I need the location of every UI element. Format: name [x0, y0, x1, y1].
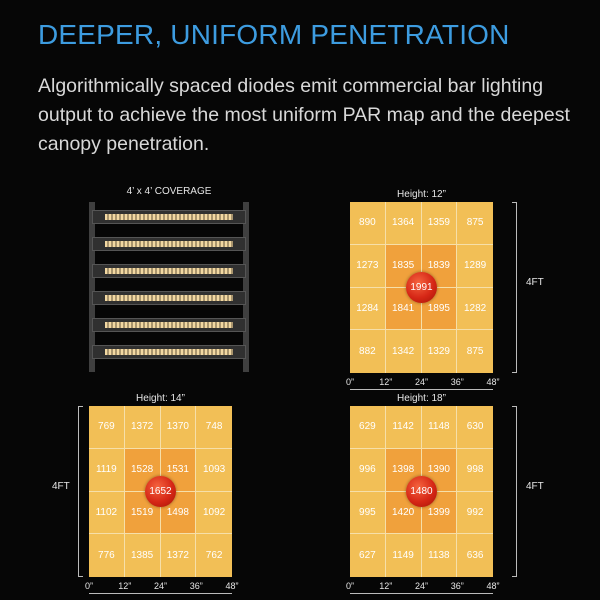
par-value-cell: 1284 — [350, 287, 386, 331]
light-bar — [92, 318, 246, 332]
par-value-cell: 995 — [350, 491, 386, 535]
par-value-cell: 1289 — [457, 244, 493, 288]
par-value-cell: 992 — [457, 491, 493, 535]
par-value-cell: 1342 — [385, 330, 422, 373]
light-bar — [92, 345, 246, 359]
par-value-cell: 875 — [457, 202, 493, 245]
x-tick-label: 24” — [153, 581, 168, 591]
par-value-cell: 748 — [196, 406, 232, 449]
par-value-cell: 1370 — [160, 406, 197, 449]
x-tick-label: 12” — [379, 377, 393, 387]
x-tick-label: 0” — [84, 581, 94, 591]
dimension-label: 4FT — [52, 481, 70, 492]
coverage-caption: 4’ x 4’ COVERAGE — [126, 186, 212, 197]
par-value-cell: 1399 — [421, 491, 458, 535]
x-tick-label: 48” — [225, 581, 239, 591]
par-value-cell: 1282 — [457, 287, 493, 331]
x-tick-label: 48” — [486, 377, 500, 387]
x-axis-ticks: 0” 12” 24” 36” 48” — [340, 581, 510, 593]
map-height-label: Height: 18” — [397, 393, 446, 404]
x-tick-label: 36” — [189, 581, 203, 591]
peak-value-marker: 1991 — [406, 272, 437, 303]
par-value-cell: 875 — [457, 330, 493, 373]
x-tick-label: 24” — [414, 581, 429, 591]
x-tick-label: 12” — [118, 581, 132, 591]
par-value-cell: 1372 — [160, 534, 197, 577]
par-value-cell: 1149 — [385, 534, 422, 577]
par-value-cell: 762 — [196, 534, 232, 577]
par-value-cell: 1102 — [89, 491, 125, 535]
par-value-cell: 1398 — [385, 448, 422, 492]
light-fixture-illustration — [89, 202, 249, 372]
par-value-cell: 627 — [350, 534, 386, 577]
led-strip — [105, 322, 233, 328]
led-strip — [105, 295, 233, 301]
led-strip — [105, 349, 233, 355]
description-text: Algorithmically spaced diodes emit comme… — [38, 75, 570, 155]
x-axis-ticks: 0” 12” 24” 36” 48” — [79, 581, 249, 593]
par-value-cell: 1329 — [421, 330, 458, 373]
par-value-cell: 998 — [457, 448, 493, 492]
par-value-cell: 629 — [350, 406, 386, 449]
led-strip — [105, 268, 233, 274]
par-value-cell: 1138 — [421, 534, 458, 577]
par-value-cell: 1364 — [385, 202, 422, 245]
light-bar — [92, 291, 246, 305]
par-value-cell: 1519 — [124, 491, 161, 535]
dimension-label: 4FT — [526, 277, 544, 288]
peak-value-marker: 1652 — [145, 476, 176, 507]
x-tick-label: 36” — [450, 581, 464, 591]
par-value-cell: 636 — [457, 534, 493, 577]
par-value-cell: 630 — [457, 406, 493, 449]
par-value-cell: 1385 — [124, 534, 161, 577]
x-tick-label: 48” — [486, 581, 500, 591]
par-value-cell: 1148 — [421, 406, 458, 449]
width-dimension-line — [350, 593, 493, 594]
dimension-label: 4FT — [526, 481, 544, 492]
x-axis-ticks: 0” 12” 24” 36” 48” — [340, 377, 510, 389]
light-bar — [92, 210, 246, 224]
par-value-cell: 1531 — [160, 448, 197, 492]
x-tick-label: 0” — [345, 581, 355, 591]
par-value-cell: 776 — [89, 534, 125, 577]
map-height-label: Height: 12” — [397, 189, 446, 200]
x-tick-label: 12” — [379, 581, 393, 591]
x-tick-label: 24” — [414, 377, 429, 387]
x-tick-label: 0” — [345, 377, 355, 387]
led-strip — [105, 214, 233, 220]
light-bar — [92, 237, 246, 251]
peak-value-marker: 1480 — [406, 476, 437, 507]
fixture-rail-right — [243, 202, 249, 372]
par-value-cell: 882 — [350, 330, 386, 373]
x-tick-label: 36” — [450, 377, 464, 387]
height-dimension-bracket — [512, 406, 517, 577]
par-value-cell: 1093 — [196, 448, 232, 492]
par-value-cell: 1359 — [421, 202, 458, 245]
height-dimension-bracket — [512, 202, 517, 373]
height-dimension-bracket — [78, 406, 83, 577]
par-value-cell: 769 — [89, 406, 125, 449]
par-value-cell: 996 — [350, 448, 386, 492]
width-dimension-line — [89, 593, 232, 594]
light-bar — [92, 264, 246, 278]
par-value-cell: 890 — [350, 202, 386, 245]
par-value-cell: 1372 — [124, 406, 161, 449]
par-value-cell: 1119 — [89, 448, 125, 492]
led-strip — [105, 241, 233, 247]
map-height-label: Height: 14” — [136, 393, 185, 404]
page-title: DEEPER, UNIFORM PENETRATION — [38, 19, 510, 50]
width-dimension-line — [350, 389, 493, 390]
par-value-cell: 1273 — [350, 244, 386, 288]
fixture-rail-left — [89, 202, 95, 372]
par-value-cell: 1092 — [196, 491, 232, 535]
par-value-cell: 1142 — [385, 406, 422, 449]
